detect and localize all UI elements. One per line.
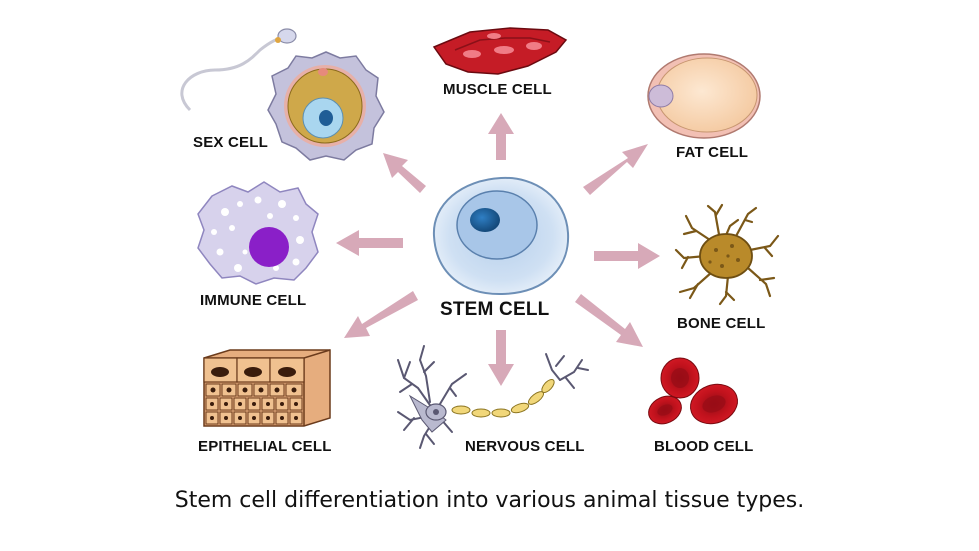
arrow-to-epithelial <box>344 291 418 338</box>
bone-cell-illustration <box>674 203 780 306</box>
arrow-to-fat <box>583 144 648 195</box>
blood-cell-illustration <box>648 357 738 425</box>
arrow-to-bone <box>594 243 660 269</box>
sex-cell-illustration <box>180 28 385 161</box>
fat-cell-label: FAT CELL <box>676 144 749 161</box>
fat-cell-illustration <box>647 53 761 139</box>
arrow-to-nervous <box>488 330 514 386</box>
bone-cell-label: BONE CELL <box>677 315 766 332</box>
stem-cell-label: STEM CELL <box>440 299 550 320</box>
arrow-to-blood <box>575 294 643 347</box>
nervous-cell-illustration <box>397 345 589 449</box>
muscle-cell-label: MUSCLE CELL <box>443 81 552 98</box>
nervous-cell-label: NERVOUS CELL <box>465 438 585 455</box>
sex-cell-label: SEX CELL <box>193 134 268 151</box>
epithelial-cell-illustration <box>203 349 331 427</box>
arrow-to-muscle <box>488 113 514 160</box>
arrow-to-immune <box>336 230 403 256</box>
caption: Stem cell differentiation into various a… <box>174 488 805 513</box>
epithelial-cell-label: EPITHELIAL CELL <box>198 438 332 455</box>
stem-cell-illustration <box>432 176 570 296</box>
arrow-to-sex <box>383 153 426 193</box>
blood-cell-label: BLOOD CELL <box>654 438 754 455</box>
arrows <box>336 113 660 386</box>
immune-cell-illustration <box>197 181 319 285</box>
muscle-cell-illustration <box>432 27 568 75</box>
immune-cell-label: IMMUNE CELL <box>200 292 307 309</box>
